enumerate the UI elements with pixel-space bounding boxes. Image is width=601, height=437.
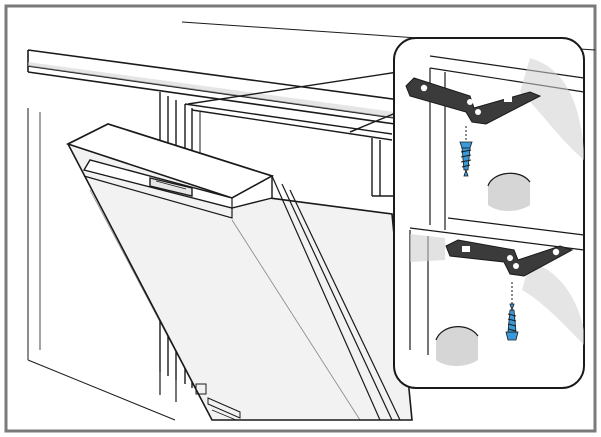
lower-foot-outline (435, 326, 479, 341)
lower-bracket-hole-1 (507, 255, 513, 261)
door-handle-grip (155, 180, 187, 190)
lower-foot (436, 326, 478, 366)
upper-foot-outline (487, 172, 531, 187)
lower-screw (505, 303, 519, 341)
callout-lower-round-shade (522, 262, 584, 345)
upper-foot (488, 173, 530, 212)
callout-leader-lines (187, 71, 399, 133)
callout-content (405, 55, 585, 366)
upper-bracket-hole-1 (420, 84, 428, 92)
door-front-lines (89, 189, 361, 421)
upper-bracket-hole-2 (467, 99, 473, 105)
callout-top-cabinet-lines (429, 55, 585, 230)
lower-bracket-hole-2 (513, 263, 519, 269)
door-side-edge (271, 175, 401, 421)
upper-bracket-slot (504, 96, 512, 102)
upper-bracket (405, 77, 542, 125)
lower-bracket-hole-3 (552, 248, 560, 256)
lower-bracket-slot (462, 246, 470, 252)
callout-lower-shade (410, 234, 445, 262)
door-inner-line (83, 175, 233, 219)
countertop-edge-shade (28, 62, 395, 118)
base-details (159, 372, 241, 421)
callout-lower-cabinet-lines (409, 217, 585, 355)
dishwasher-door (65, 123, 413, 421)
upper-screw (459, 141, 473, 177)
callout-zoom-panel (393, 37, 585, 389)
upper-bracket-hole-3 (475, 109, 481, 115)
callout-top-round-shade (520, 58, 584, 160)
